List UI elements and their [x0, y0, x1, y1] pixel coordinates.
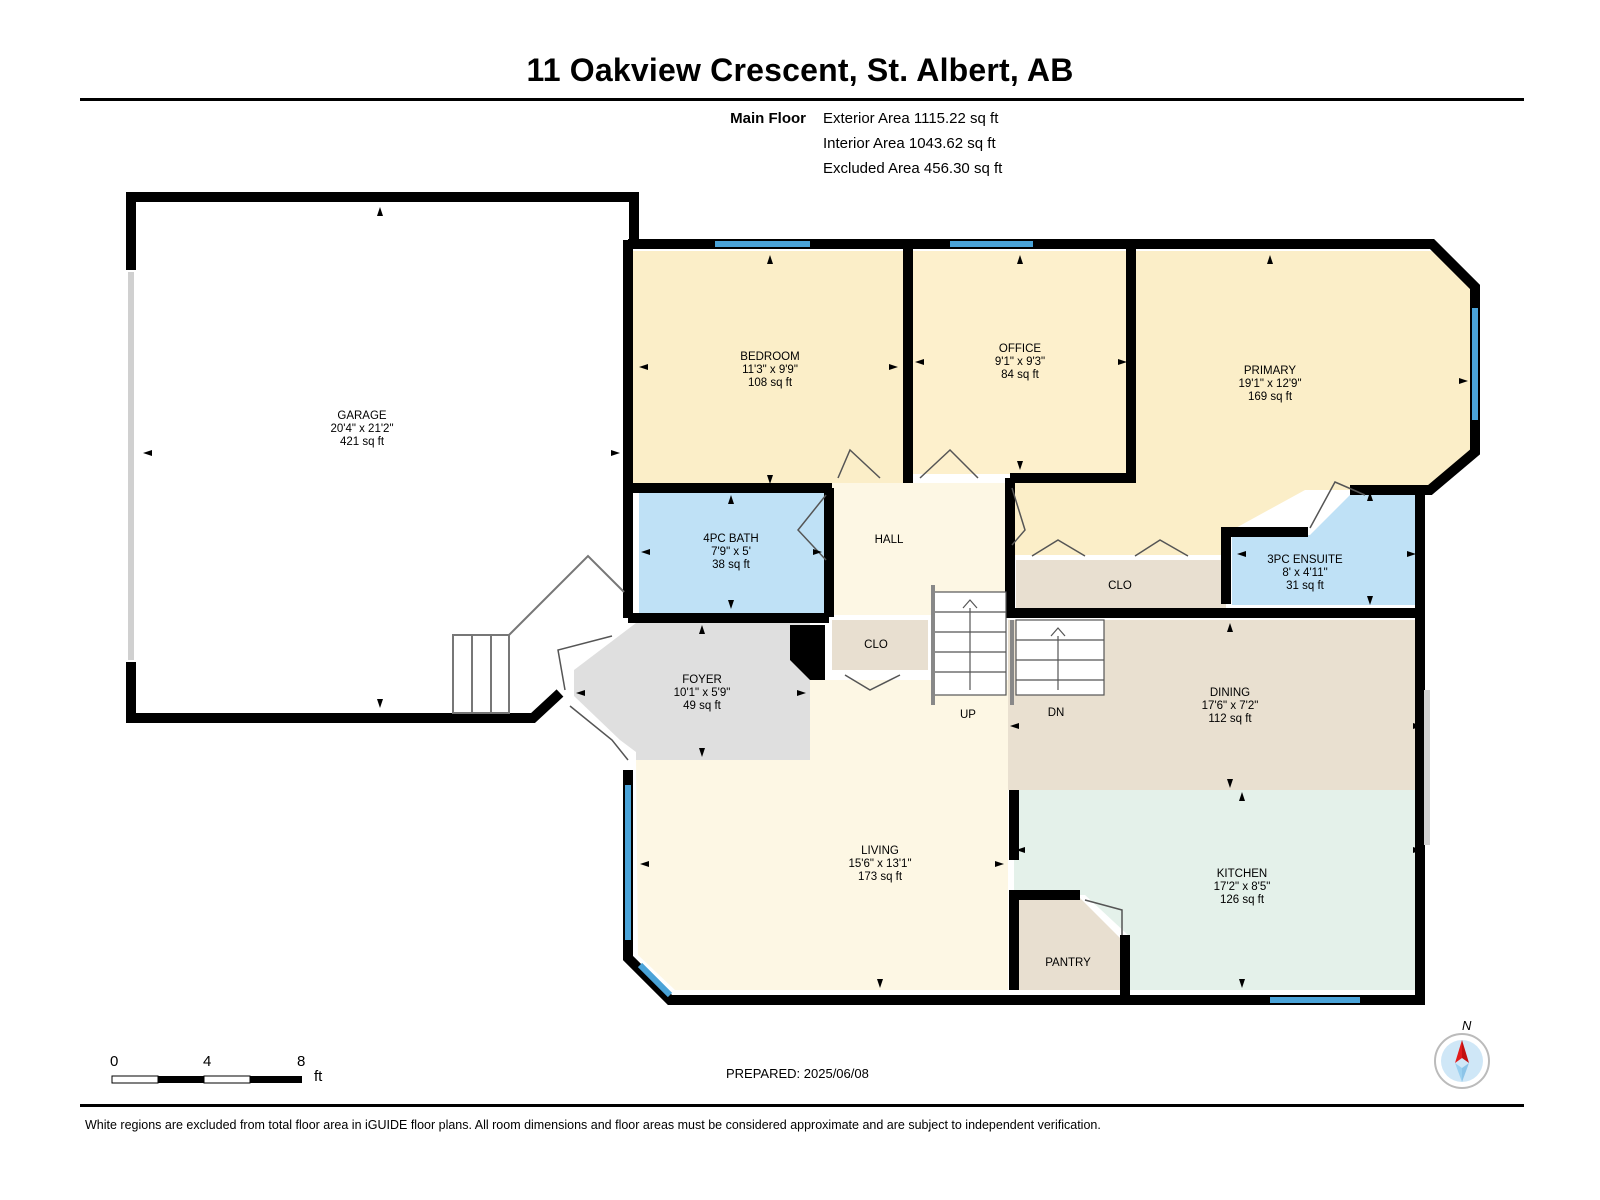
door-primary	[1011, 487, 1026, 546]
ensuite-fill	[1232, 495, 1420, 605]
window-living-corner	[637, 962, 673, 998]
north-compass	[1434, 1033, 1490, 1089]
scale-unit: ft	[314, 1068, 323, 1085]
office-area: 84 sq ft	[1001, 369, 1040, 381]
page-title: 11 Oakview Crescent, St. Albert, AB	[526, 52, 1074, 88]
bath-fill	[639, 490, 826, 613]
primary-dims: 19'1" x 12'9"	[1238, 378, 1301, 390]
office-fill	[912, 251, 1131, 474]
closet1-fill	[832, 620, 928, 670]
doors	[557, 448, 1366, 935]
ensuite-dims: 8' x 4'11"	[1282, 567, 1327, 579]
garage-dims: 20'4" x 21'2"	[330, 423, 393, 435]
exterior-area: Exterior Area 1115.22 sq ft	[823, 110, 999, 127]
foyer-fill	[574, 623, 810, 760]
door-clo2a	[1031, 539, 1086, 557]
dining-fill	[1008, 620, 1425, 790]
footer-rule	[80, 1104, 1524, 1107]
office-name: OFFICE	[999, 343, 1041, 355]
door-foyer-top	[557, 635, 613, 691]
interior-area: Interior Area 1043.62 sq ft	[823, 135, 996, 152]
door-office	[919, 448, 979, 479]
kitchen-name: KITCHEN	[1217, 868, 1267, 880]
scale-tick-8: 8	[297, 1053, 306, 1070]
garage-area: 421 sq ft	[340, 436, 385, 448]
pantry-wall	[1009, 890, 1080, 990]
bedroom-dims: 11'3" x 9'9"	[742, 364, 798, 376]
garage-wall-left-lower	[126, 662, 564, 723]
bedroom-fill	[633, 251, 904, 483]
kitchen-area: 126 sq ft	[1220, 894, 1265, 906]
dimension-markers	[143, 207, 1468, 988]
bath-name: 4PC BATH	[703, 533, 758, 545]
pantry-fill	[1018, 898, 1122, 990]
garage-wall	[126, 192, 639, 270]
ensuite-name: 3PC ENSUITE	[1267, 554, 1343, 566]
compass-north-label: N	[1462, 1018, 1472, 1033]
scale-bar	[111, 1075, 302, 1084]
bedroom-area: 108 sq ft	[748, 377, 793, 389]
kitchen-dims: 17'2" x 8'5"	[1214, 881, 1271, 893]
closet1-name: CLO	[864, 639, 888, 651]
stair-block	[790, 625, 825, 680]
dining-dims: 17'6" x 7'2"	[1202, 700, 1259, 712]
stairs	[931, 585, 1105, 705]
stairs-down-label: DN	[1048, 707, 1065, 719]
foyer-name: FOYER	[682, 674, 722, 686]
living-area: 173 sq ft	[858, 871, 903, 883]
floor-label: Main Floor	[730, 110, 806, 127]
stairs-up-label: UP	[960, 709, 976, 721]
hall-fill	[832, 483, 1010, 615]
door-clo2b	[1134, 539, 1189, 557]
ensuite-area: 31 sq ft	[1286, 580, 1325, 592]
bath-area: 38 sq ft	[712, 559, 751, 571]
primary-name: PRIMARY	[1244, 365, 1297, 377]
garage-name: GARAGE	[337, 410, 387, 422]
excluded-area: Excluded Area 456.30 sq ft	[823, 160, 1003, 177]
living-name: LIVING	[861, 845, 899, 857]
pantry-name: PANTRY	[1045, 957, 1091, 969]
door-pantry	[1084, 899, 1123, 935]
dining-area: 112 sq ft	[1208, 713, 1252, 725]
exterior-wall-top	[623, 239, 1480, 1005]
primary-area: 169 sq ft	[1248, 391, 1293, 403]
office-dims: 9'1" x 9'3"	[995, 356, 1045, 368]
room-labels: GARAGE 20'4" x 21'2" 421 sq ft BEDROOM 1…	[330, 343, 1343, 969]
door-clo1	[844, 674, 901, 691]
door-foyer-bottom	[569, 705, 629, 761]
door-ensuite	[1309, 481, 1366, 529]
closet2-name: CLO	[1108, 580, 1132, 592]
disclaimer: White regions are excluded from total fl…	[85, 1118, 1101, 1132]
garage-steps	[452, 554, 625, 714]
door-bath	[797, 494, 827, 561]
scale-tick-0: 0	[110, 1053, 119, 1070]
bedroom-name: BEDROOM	[740, 351, 799, 363]
scale-tick-4: 4	[203, 1053, 212, 1070]
living-dims: 15'6" x 13'1"	[848, 858, 911, 870]
walls	[126, 192, 1480, 1005]
foyer-area: 49 sq ft	[683, 700, 722, 712]
ensuite-wall	[1221, 527, 1308, 604]
kitchen-fill	[1014, 790, 1425, 990]
header-rule	[80, 98, 1524, 101]
door-bed	[837, 448, 881, 479]
office-wall	[1010, 244, 1136, 483]
living-fill	[636, 680, 1008, 990]
room-fills	[574, 251, 1475, 990]
prepared-date: PREPARED: 2025/06/08	[726, 1066, 869, 1081]
bath-dims: 7'9" x 5'	[711, 546, 751, 558]
hall-name: HALL	[875, 534, 904, 546]
closet2-fill	[1016, 560, 1226, 610]
windows	[625, 241, 1478, 1003]
foyer-dims: 10'1" x 5'9"	[674, 687, 731, 699]
dining-name: DINING	[1210, 687, 1250, 699]
